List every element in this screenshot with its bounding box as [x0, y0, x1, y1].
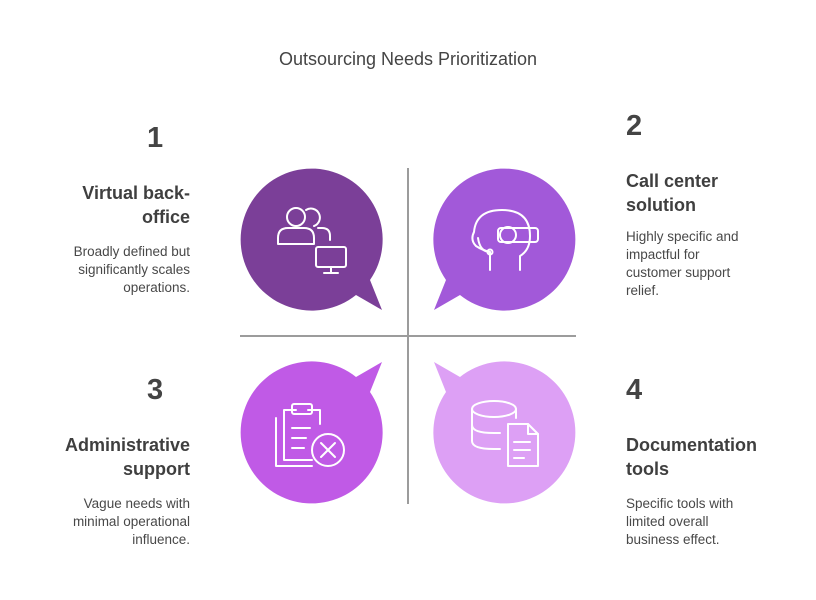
quadrant-1-description: Broadly defined but significantly scales… — [30, 243, 190, 297]
quadrant-2-number: 2 — [626, 110, 643, 142]
headset-agent-icon — [471, 209, 539, 271]
clipboard-cancel-icon — [275, 403, 345, 467]
quadrant-3-description-line-1: Vague needs with — [83, 496, 190, 511]
quadrant-1-bubble — [240, 168, 383, 311]
quadrant-4-heading-line-1: Documentation — [626, 435, 758, 455]
quadrant-1-description-line-2: significantly scales — [78, 262, 190, 277]
quadrant-4-description-line-1: Specific tools with — [626, 496, 734, 511]
quadrant-4-description-line-2: limited overall — [626, 514, 709, 529]
database-document-icon — [471, 400, 539, 467]
diagram-title: Outsourcing Needs Prioritization — [278, 49, 538, 69]
quadrant-2-heading-line-2: solution — [626, 195, 696, 215]
quadrant-2-heading: Call center solution — [626, 169, 796, 217]
quadrant-1-description-line-3: operations. — [123, 280, 190, 295]
quadrant-4-bubble — [433, 361, 576, 504]
quadrant-2-description-line-4: relief. — [626, 283, 660, 298]
quadrant-3-description-line-2: minimal operational — [72, 514, 190, 529]
quadrant-4-heading-line-2: tools — [626, 459, 669, 479]
quadrant-3-heading: Administrative support — [20, 433, 190, 481]
quadrant-2-heading-line-1: Call center — [626, 171, 719, 191]
quadrant-4-number: 4 — [626, 374, 643, 406]
quadrant-3-description-line-3: influence. — [132, 532, 190, 547]
quadrant-2-bubble — [433, 168, 576, 311]
quadrant-2-description: Highly specific and impactful for custom… — [626, 228, 796, 300]
quadrant-1-number: 1 — [147, 122, 164, 154]
quadrant-4-description: Specific tools with limited overall busi… — [626, 495, 796, 549]
quadrant-1-heading-line-2: office — [141, 207, 190, 227]
quadrant-1-description-line-1: Broadly defined but — [73, 244, 190, 259]
quadrant-3-heading-line-1: Administrative — [64, 435, 190, 455]
quadrant-3-heading-line-2: support — [123, 459, 190, 479]
quadrant-1-heading-line-1: Virtual back- — [82, 183, 190, 203]
quadrant-1-heading: Virtual back- office — [40, 181, 190, 229]
quadrant-3-bubble — [240, 361, 383, 504]
users-monitor-icon — [277, 207, 347, 274]
quadrant-4-heading: Documentation tools — [626, 433, 806, 481]
quadrant-2-description-line-2: impactful for — [626, 247, 700, 262]
quadrant-3-number: 3 — [147, 374, 164, 406]
quadrant-3-description: Vague needs with minimal operational inf… — [20, 495, 190, 549]
quadrant-2-description-line-3: customer support — [626, 265, 731, 280]
quadrant-2-description-line-1: Highly specific and — [626, 229, 739, 244]
quadrant-4-description-line-3: business effect. — [626, 532, 720, 547]
